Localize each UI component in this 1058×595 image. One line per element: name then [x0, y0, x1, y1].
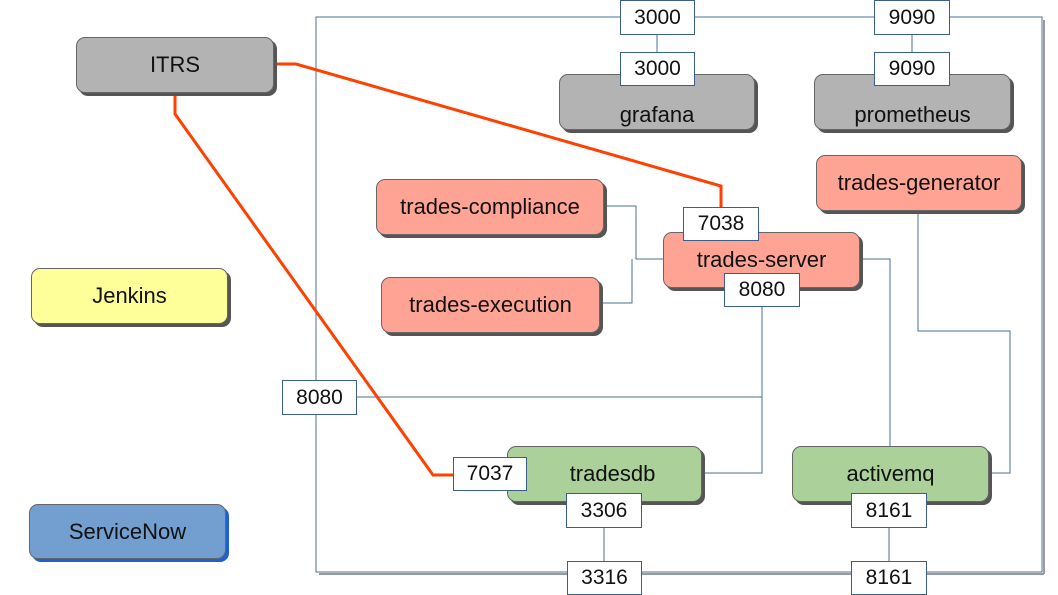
- tradesdb-itrs-port: 7037: [453, 457, 527, 491]
- activemq-internal-port: 8161: [851, 493, 927, 528]
- trades-server-http-port: 8080: [724, 273, 800, 307]
- activemq-node[interactable]: activemq: [792, 446, 989, 502]
- trades-server-node[interactable]: trades-server: [663, 232, 860, 288]
- execution-to-server-link: [600, 259, 633, 304]
- activemq-external-port: 8161: [851, 561, 927, 595]
- itrs-node[interactable]: ITRS: [76, 37, 274, 93]
- jenkins-node[interactable]: Jenkins: [31, 268, 228, 324]
- trades-execution-node[interactable]: trades-execution: [381, 277, 600, 333]
- grafana-internal-port: 3000: [620, 52, 695, 86]
- tradesdb-external-port: 3316: [567, 561, 642, 595]
- itrs-to-trades-server-link: [275, 62, 723, 207]
- trades-server-itrs-port: 7038: [683, 207, 759, 241]
- trades-compliance-node[interactable]: trades-compliance: [376, 179, 604, 235]
- prometheus-internal-port: 9090: [874, 52, 950, 86]
- prometheus-node[interactable]: prometheus: [814, 74, 1011, 130]
- compliance-to-server-link: [604, 205, 663, 260]
- trades-generator-node[interactable]: trades-generator: [816, 155, 1022, 211]
- grafana-external-port: 3000: [620, 0, 695, 35]
- cluster-http-port: 8080: [282, 380, 357, 415]
- generator-to-activemq-link: [917, 211, 1011, 474]
- itrs-to-tradesdb-link: [173, 94, 453, 477]
- server-to-activemq-link: [860, 258, 891, 447]
- tradesdb-internal-port: 3306: [566, 493, 642, 528]
- servicenow-node[interactable]: ServiceNow: [29, 504, 226, 559]
- server-to-tradesdb-link: [702, 307, 763, 474]
- prometheus-external-port: 9090: [874, 0, 950, 35]
